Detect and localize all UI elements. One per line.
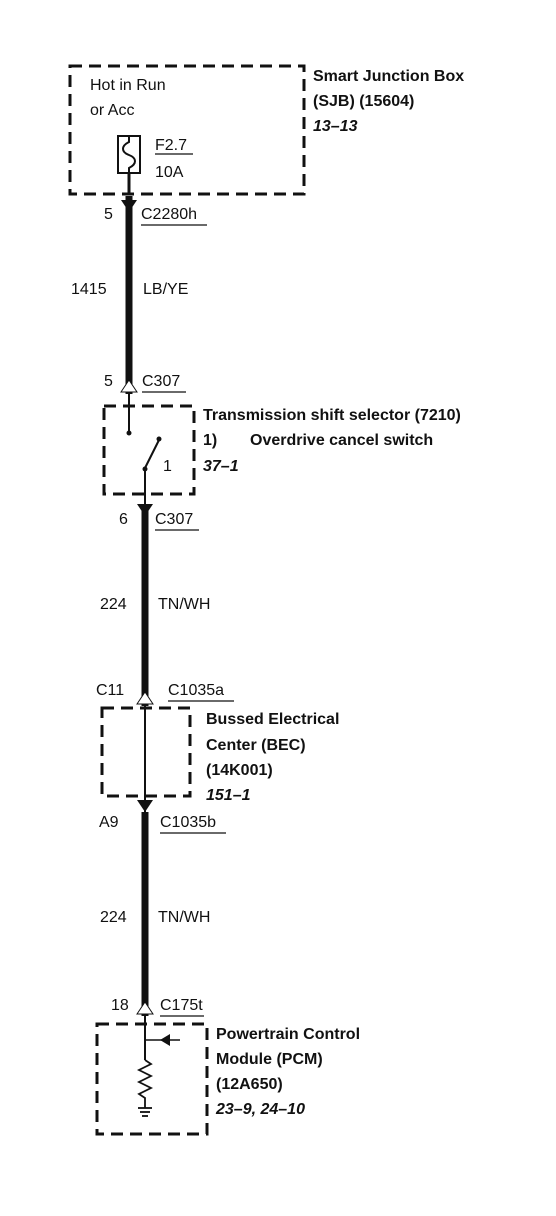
ground-icon [138,1107,152,1117]
c307-in-name: C307 [142,373,180,390]
c307-out-name: C307 [155,511,193,528]
fuse-id: F2.7 [155,137,187,154]
bec-name-2: Center (BEC) [206,737,306,754]
c2280h-pin: 5 [104,206,113,223]
wire-2-color: TN/WH [158,596,210,613]
tss-item-name: Overdrive cancel switch [250,432,433,449]
tss-ref: 37–1 [203,458,239,475]
fuse-icon [117,135,141,174]
connector-c1035b-arrow [137,800,153,812]
pcm-name-3: (12A650) [216,1076,283,1093]
tss-switch-label: 1 [163,458,172,475]
tss-box [102,404,196,496]
sjb-name-1: Smart Junction Box [313,68,464,85]
tss-name: Transmission shift selector (7210) [203,407,461,424]
connector-c307-in-arrow [120,379,138,393]
sjb-box [68,64,306,196]
sjb-component: Hot in Run or Acc F2.7 10A Smart Junctio… [68,64,464,196]
sjb-ref: 13–13 [313,118,358,135]
tss-item-num: 1) [203,432,217,449]
pcm-box [95,1022,209,1136]
wire-3-color: TN/WH [158,909,210,926]
c1035b-name: C1035b [160,814,216,831]
wire-1-circuit: 1415 [71,281,107,298]
sjb-box-label-1: Hot in Run [90,77,166,94]
connector-c175t-arrow [136,1001,154,1015]
pcm-name-2: Module (PCM) [216,1051,323,1068]
bec-name-3: (14K001) [206,762,273,779]
bec-ref: 151–1 [206,787,251,804]
fuse-rating: 10A [155,164,184,181]
overdrive-switch-icon [142,436,162,506]
connector-c1035a-arrow [136,691,154,705]
c307-out-pin: 6 [119,511,128,528]
c2280h-name: C2280h [141,206,197,223]
c1035b-pin: A9 [99,814,119,831]
wire-1-color: LB/YE [143,281,188,298]
c1035a-pin: C11 [96,682,124,699]
pcm-name-1: Powertrain Control [216,1026,360,1043]
c307-in-pin: 5 [104,373,113,390]
bec-component: Bussed Electrical Center (BEC) (14K001) … [100,706,339,812]
wire-3-circuit: 224 [100,909,127,926]
sjb-box-label-2: or Acc [90,102,134,119]
transmission-shift-selector: 1 Transmission shift selector (7210) 1) … [102,394,461,506]
resistor-icon [136,1059,154,1108]
pcm-ref: 23–9, 24–10 [215,1101,305,1118]
c175t-pin: 18 [111,997,129,1014]
sjb-name-2: (SJB) (15604) [313,93,414,110]
wire-2-circuit: 224 [100,596,127,613]
c175t-name: C175t [160,997,203,1014]
bec-name-1: Bussed Electrical [206,711,339,728]
signal-input-arrow-icon [145,1034,180,1046]
pcm-component: Powertrain Control Module (PCM) (12A650)… [95,1016,360,1136]
c1035a-name: C1035a [168,682,224,699]
connector-c2280h-arrow [121,200,137,212]
